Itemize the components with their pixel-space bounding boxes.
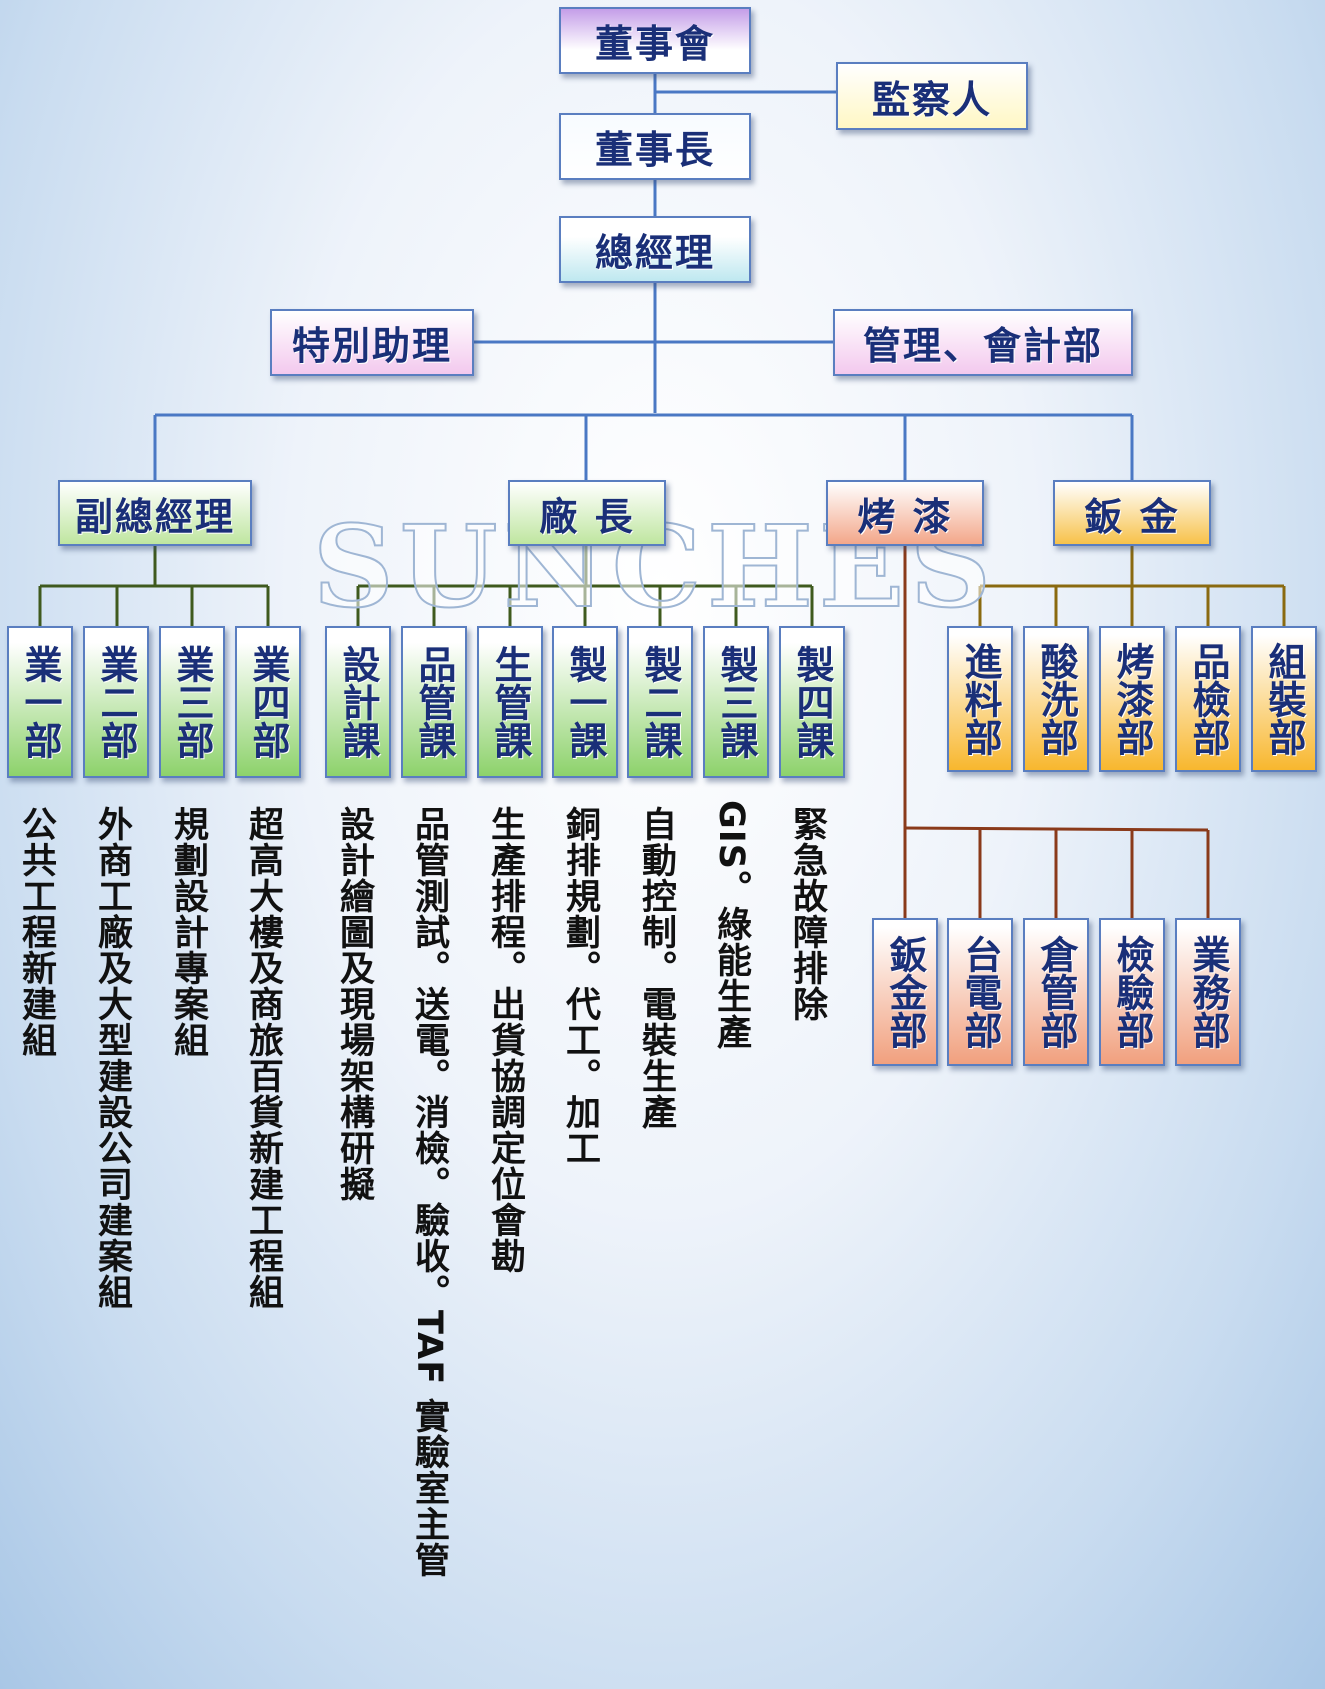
unit-box-taipower: 台電部: [947, 918, 1013, 1066]
desc-mfg-4: 緊急故障排除: [787, 806, 827, 1022]
admin-accounting-box: 管理、會計部: [833, 309, 1133, 376]
painting-box: 烤 漆: [826, 480, 984, 546]
special-assistant-box: 特別助理: [270, 309, 474, 376]
unit-box-mfg-3: 製三課: [703, 626, 769, 778]
desc-qc: 品管測試。送電。消檢。驗收。TAF 實驗室主管: [409, 806, 449, 1579]
unit-box-mfg-4: 製四課: [779, 626, 845, 778]
unit-box-sheet-metal-dept: 鈑金部: [872, 918, 938, 1066]
desc-sales-2: 外商工廠及大型建設公司建案組: [92, 806, 132, 1310]
unit-box-warehouse: 倉管部: [1023, 918, 1089, 1066]
plant-manager-box: 廠 長: [508, 480, 666, 546]
desc-sales-3: 規劃設計專案組: [168, 806, 208, 1058]
unit-box-quality-inspection: 品檢部: [1175, 626, 1241, 772]
general-manager-box: 總經理: [559, 216, 751, 283]
unit-box-material-intake: 進料部: [947, 626, 1013, 772]
desc-mfg-3: GIS。綠能生產: [711, 800, 751, 1050]
unit-box-sales-3: 業三部: [159, 626, 225, 778]
unit-box-pickling: 酸洗部: [1023, 626, 1089, 772]
unit-box-mfg-2: 製二課: [627, 626, 693, 778]
unit-box-inspection: 檢驗部: [1099, 918, 1165, 1066]
unit-box-assembly: 組裝部: [1251, 626, 1317, 772]
desc-design: 設計繪圖及現場架構研擬: [334, 806, 374, 1202]
supervisor-box: 監察人: [836, 62, 1028, 130]
deputy-gm-box: 副總經理: [58, 480, 252, 546]
desc-mfg-2: 自動控制。電裝生產: [636, 806, 676, 1130]
chairman-box: 董事長: [559, 113, 751, 180]
unit-box-qc: 品管課: [401, 626, 467, 778]
unit-box-sales-2: 業二部: [83, 626, 149, 778]
desc-production-control: 生產排程。出貨協調定位會勘: [485, 806, 525, 1274]
desc-sales-1: 公共工程新建組: [16, 806, 56, 1058]
desc-sales-4: 超高大樓及商旅百貨新建工程組: [243, 806, 283, 1310]
unit-box-sales-dept: 業務部: [1175, 918, 1241, 1066]
desc-mfg-1: 銅排規劃。代工。加工: [560, 806, 600, 1166]
unit-box-sales-4: 業四部: [235, 626, 301, 778]
unit-box-sales-1: 業一部: [7, 626, 73, 778]
unit-box-production-control: 生管課: [477, 626, 543, 778]
board-box: 董事會: [559, 7, 751, 74]
unit-box-painting-dept: 烤漆部: [1099, 626, 1165, 772]
unit-box-mfg-1: 製一課: [552, 626, 618, 778]
sheet-metal-box: 鈑 金: [1053, 480, 1211, 546]
unit-box-design: 設計課: [325, 626, 391, 778]
